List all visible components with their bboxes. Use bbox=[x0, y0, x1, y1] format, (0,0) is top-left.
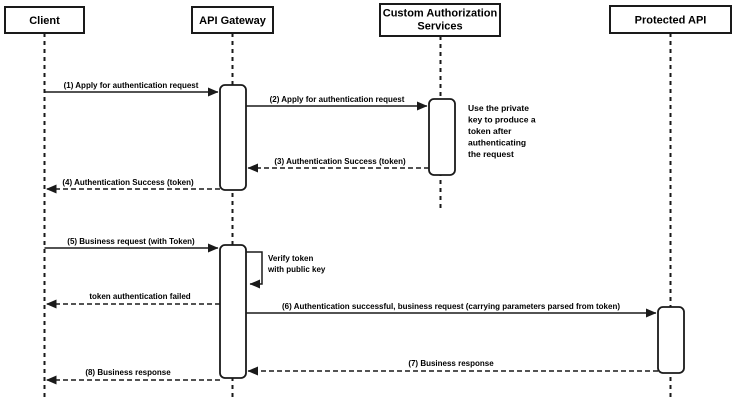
actor-api-gateway-label: API Gateway bbox=[199, 15, 267, 27]
note-line-3: token after bbox=[468, 126, 512, 136]
message-8-label: (8) Business response bbox=[85, 368, 171, 377]
activation-custom-authorization-services bbox=[428, 98, 456, 176]
actor-api-gateway-box bbox=[191, 6, 274, 34]
message-1-label: (1) Apply for authentication request bbox=[64, 81, 199, 90]
activation-api-gateway-business bbox=[219, 244, 247, 379]
note-line-2: key to produce a bbox=[468, 115, 536, 125]
message-3-label: (3) Authentication Success (token) bbox=[274, 157, 406, 166]
actor-protected-api-box bbox=[609, 5, 732, 34]
message-5-label: (5) Business request (with Token) bbox=[67, 237, 195, 246]
self-message-verify-token-label-line2: with public key bbox=[267, 265, 326, 274]
self-message-verify-token-label-line1: Verify token bbox=[268, 254, 313, 263]
actor-client: Client bbox=[4, 6, 85, 34]
activation-api-gateway-auth bbox=[219, 84, 247, 191]
actor-custom-authorization-services: Custom Authorization Services bbox=[379, 3, 501, 37]
note-line-1: Use the private bbox=[468, 103, 529, 113]
note-line-4: authenticating bbox=[468, 138, 526, 148]
actor-client-label: Client bbox=[29, 15, 60, 27]
note-use-private-key: Use the private key to produce a token a… bbox=[468, 103, 536, 159]
message-token-auth-failed-label: token authentication failed bbox=[89, 292, 190, 301]
note-line-5: the request bbox=[468, 149, 514, 159]
message-2-label: (2) Apply for authentication request bbox=[270, 95, 405, 104]
actor-custom-authorization-services-label-line1: Custom Authorization bbox=[383, 8, 498, 20]
self-message-verify-token-arrow bbox=[246, 251, 263, 289]
actor-client-box bbox=[4, 6, 85, 34]
actor-custom-authorization-services-box bbox=[379, 3, 501, 37]
actor-api-gateway: API Gateway bbox=[191, 6, 274, 34]
message-7-label: (7) Business response bbox=[408, 359, 494, 368]
activation-protected-api bbox=[657, 306, 685, 374]
actor-protected-api: Protected API bbox=[609, 5, 732, 34]
actor-protected-api-label: Protected API bbox=[635, 15, 707, 27]
actor-custom-authorization-services-label-line2: Services bbox=[417, 21, 462, 33]
message-6-label: (6) Authentication successful, business … bbox=[282, 302, 620, 311]
message-4-label: (4) Authentication Success (token) bbox=[62, 178, 194, 187]
